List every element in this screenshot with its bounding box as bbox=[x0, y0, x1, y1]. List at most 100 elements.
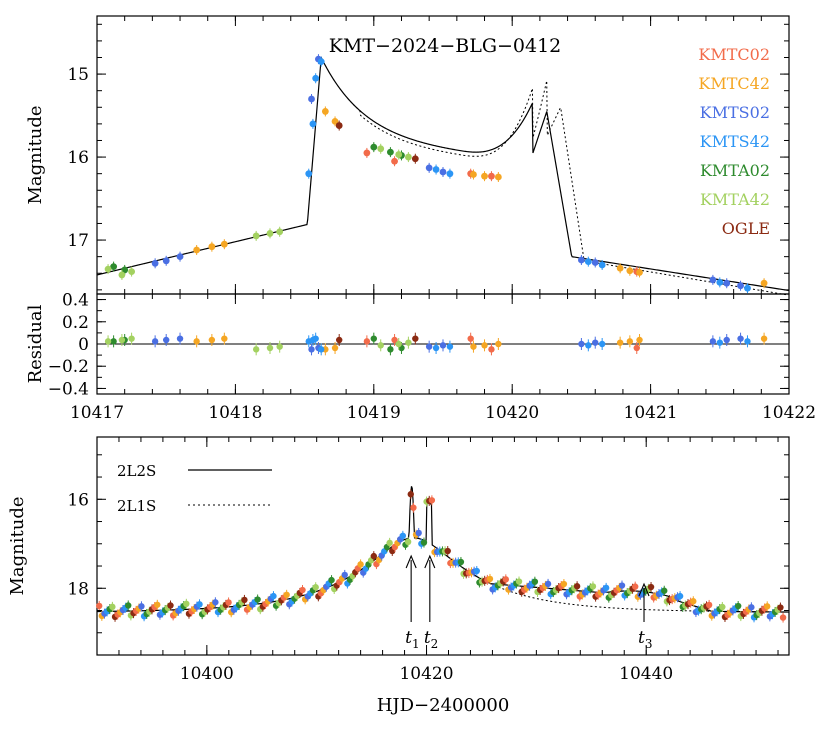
top-point-kmts02 bbox=[591, 259, 599, 266]
top-point-kmtc42 bbox=[208, 243, 216, 251]
top-point-kmts42 bbox=[312, 74, 320, 82]
residual-point-kmts02 bbox=[308, 346, 315, 353]
bottom-point-kmtc42 bbox=[560, 580, 568, 588]
top-point-kmta42 bbox=[377, 145, 385, 153]
residual-point-kmta02 bbox=[110, 338, 117, 345]
residual-point-kmta42 bbox=[104, 338, 112, 345]
residual-point-kmtc42 bbox=[221, 335, 228, 342]
bottom-point-kmta42 bbox=[183, 600, 190, 608]
residual-point-kmts02 bbox=[425, 343, 433, 350]
bottom-point-kmta42 bbox=[589, 583, 597, 590]
bottom-point-ogle bbox=[777, 604, 784, 611]
residual-point-kmts02 bbox=[578, 340, 585, 348]
bottom-point-kmts02 bbox=[138, 603, 145, 610]
bottom-point-kmta02 bbox=[531, 578, 539, 585]
top-point-kmta42 bbox=[252, 232, 260, 240]
top-point-kmta02 bbox=[370, 143, 378, 151]
bottom-point-kmtc02 bbox=[299, 586, 306, 594]
residual-point-kmta42 bbox=[276, 343, 283, 350]
bottom-point-kmta42 bbox=[109, 603, 116, 611]
residual-point-kmts42 bbox=[312, 335, 319, 342]
chart-title: KMT−2024−BLG−0412 bbox=[329, 35, 562, 57]
residual-point-kmts02 bbox=[737, 335, 744, 342]
x-tick-label: 10420 bbox=[399, 664, 453, 684]
top-point-kmts42 bbox=[446, 170, 454, 178]
bottom-point-kmtc02 bbox=[225, 599, 232, 606]
y-tick-label: 17 bbox=[67, 231, 89, 251]
residual-point-kmtc02 bbox=[467, 335, 474, 342]
y-tick-label: −0.4 bbox=[48, 379, 89, 399]
x-tick-label: 10418 bbox=[208, 403, 262, 423]
y-tick-label: 16 bbox=[67, 490, 89, 510]
annotation-arrow-head bbox=[405, 554, 417, 569]
residual-point-kmtc42 bbox=[208, 336, 216, 344]
top-point-kmts02 bbox=[162, 257, 170, 265]
x-tick-label: 10440 bbox=[619, 664, 673, 684]
bottom-point-kmtc42 bbox=[486, 575, 494, 583]
bottom-point-kmta42 bbox=[386, 539, 393, 547]
top-point-kmts42 bbox=[309, 120, 317, 128]
bottom-point-kmta42 bbox=[719, 603, 726, 611]
residual-point-kmts02 bbox=[592, 339, 599, 346]
residual-point-kmts42 bbox=[318, 346, 325, 353]
bottom-point-kmts42 bbox=[473, 567, 480, 575]
top-point-kmts42 bbox=[305, 170, 313, 178]
residual-point-ogle bbox=[412, 335, 419, 342]
residual-point-kmtc02 bbox=[363, 338, 371, 345]
top-point-kmta42 bbox=[395, 151, 403, 158]
top-point-kmtc02 bbox=[363, 149, 371, 157]
bottom-point-ogle bbox=[573, 583, 581, 590]
top-point-kmtc42 bbox=[760, 279, 768, 287]
bottom-point-kmts02 bbox=[748, 604, 755, 611]
bottom-point-kmts42 bbox=[676, 592, 684, 600]
residual-point-kmts02 bbox=[439, 342, 447, 349]
bottom-point-ogle bbox=[241, 596, 248, 604]
residual-point-kmts02 bbox=[151, 338, 159, 345]
bottom-point-kmta02 bbox=[254, 596, 261, 603]
bottom-point-ogle bbox=[444, 547, 451, 555]
bottom-point-kmtc42 bbox=[283, 591, 290, 599]
bottom-point-kmts02 bbox=[618, 582, 626, 589]
residual-point-kmtc42 bbox=[626, 338, 634, 345]
legend-label-2l1s: 2L1S bbox=[117, 497, 156, 515]
residual-point-kmta02 bbox=[370, 335, 377, 342]
residual-point-kmtc42 bbox=[760, 335, 768, 342]
y-tick-label: 0 bbox=[78, 335, 89, 355]
top-point-kmts02 bbox=[737, 282, 744, 290]
top-point-kmta42 bbox=[128, 268, 136, 275]
top-point-kmts02 bbox=[723, 279, 731, 287]
bottom-point-kmts02 bbox=[415, 529, 422, 537]
bottom-point-kmtc02 bbox=[632, 583, 639, 590]
top-point-kmta02 bbox=[121, 266, 129, 274]
x-tick-label: 10421 bbox=[624, 403, 678, 423]
bottom-point-kmtc42 bbox=[154, 601, 161, 608]
x-tick-label: 10422 bbox=[762, 403, 816, 423]
top-point-kmta42 bbox=[276, 228, 284, 236]
top-point-kmts02 bbox=[308, 95, 315, 103]
residual-point-ogle bbox=[336, 336, 343, 344]
legend-entry-kmtc02: KMTC02 bbox=[698, 45, 770, 64]
residual-point-kmts42 bbox=[432, 344, 440, 352]
top-point-kmts42 bbox=[716, 278, 724, 286]
residual-point-kmta42 bbox=[395, 340, 402, 348]
bottom-point-kmta42 bbox=[404, 538, 412, 546]
bottom-point-kmts42 bbox=[602, 584, 610, 592]
bottom-point-kmts02 bbox=[544, 580, 552, 588]
bottom-xlabel: HJD−2400000 bbox=[377, 695, 510, 716]
top-point-kmts42 bbox=[432, 166, 440, 173]
top-point-kmtc42 bbox=[321, 108, 329, 115]
residual-point-kmtc42 bbox=[331, 344, 339, 352]
top-point-kmtc42 bbox=[220, 240, 228, 248]
bottom-point-ogle bbox=[167, 602, 174, 609]
bottom-point-kmtc02 bbox=[428, 497, 436, 504]
legend-entry-kmts02: KMTS02 bbox=[700, 103, 770, 122]
top-point-kmts42 bbox=[744, 284, 751, 292]
bottom-point-kmtc42 bbox=[357, 561, 364, 568]
top-ylabel: Magnitude bbox=[25, 105, 46, 204]
bottom-point-kmtc02 bbox=[779, 614, 787, 621]
bottom-point-kmts02 bbox=[341, 571, 348, 579]
residual-point-kmta42 bbox=[118, 336, 126, 344]
top-point-kmts42 bbox=[598, 261, 606, 269]
top-point-kmtc42 bbox=[193, 246, 201, 254]
